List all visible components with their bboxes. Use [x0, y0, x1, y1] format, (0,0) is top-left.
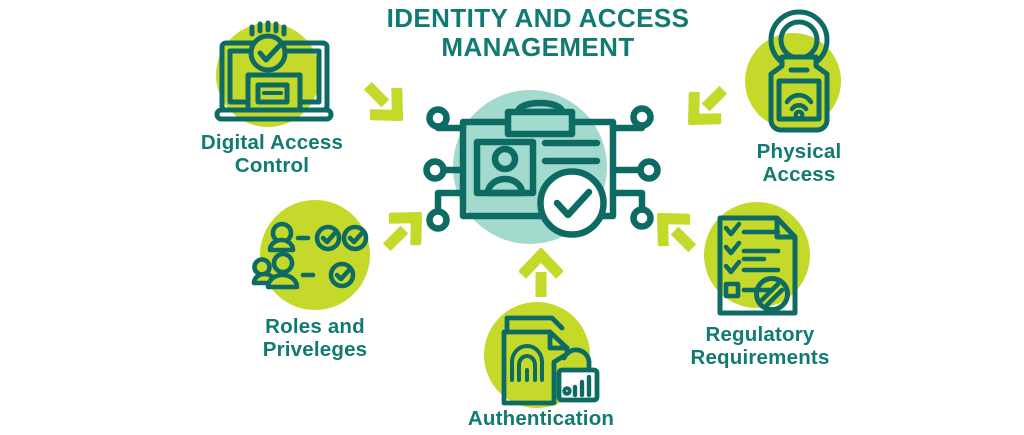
arrow-authentication-to-hub-icon — [519, 248, 563, 297]
laptop-verified-icon — [214, 20, 334, 122]
document-fold — [774, 215, 798, 240]
physical-access-label: Physical Access — [709, 140, 889, 186]
regulatory-label: Regulatory Requirements — [655, 323, 865, 369]
compliance-checklist-icon — [717, 215, 798, 316]
check-circle — [248, 33, 288, 73]
physical-access-label-line2: Access — [762, 163, 836, 186]
authentication-label: Authentication — [441, 407, 641, 430]
checkmark-icon — [320, 230, 338, 245]
circuit-node — [630, 105, 654, 129]
badge-person-head — [491, 145, 519, 173]
regulatory-label-line2: Requirements — [690, 346, 830, 369]
circuit-node — [637, 158, 661, 182]
user-head — [271, 251, 295, 275]
checkmark-icon — [723, 240, 742, 256]
arrow-digital-to-hub-icon — [363, 81, 404, 122]
wifi-arc-small — [789, 103, 809, 112]
chart-bars — [572, 374, 592, 398]
arrow-roles-to-hub-icon — [382, 211, 423, 252]
fingerprint-ridge-outer — [510, 344, 544, 382]
roles-label-line2: Priveleges — [262, 338, 368, 361]
badge-text-lines — [541, 139, 601, 165]
page-title-line1: IDENTITY AND ACCESS — [386, 3, 690, 33]
arrow-physical-to-hub-icon — [687, 85, 728, 126]
circuit-node — [630, 206, 654, 230]
laptop-base — [214, 107, 334, 122]
page-title-line2: MANAGEMENT — [441, 32, 635, 62]
fingerprint-document-lock-icon — [501, 315, 600, 406]
page-title: IDENTITY AND ACCESS MANAGEMENT — [288, 4, 788, 62]
login-field — [255, 82, 290, 105]
roles-label-line1: Roles and — [265, 315, 365, 338]
roles-label: Roles and Priveleges — [220, 315, 410, 361]
lock-body — [556, 367, 600, 403]
digital-access-label-line2: Control — [234, 154, 310, 177]
user-roles-checks-icon — [251, 221, 369, 290]
digital-access-label-line1: Digital Access — [200, 131, 344, 154]
circuit-wire — [434, 189, 467, 219]
badge-clip — [504, 108, 576, 138]
list-checkbox — [723, 281, 741, 299]
id-badge-circuit-icon — [423, 99, 661, 238]
authentication-label-line1: Authentication — [467, 407, 615, 430]
back-page — [504, 315, 565, 335]
fingerprint-ridge-mid — [517, 354, 537, 382]
digital-access-label: Digital Access Control — [182, 131, 362, 177]
physical-access-label-line1: Physical — [756, 140, 842, 163]
chart-dot — [562, 386, 572, 396]
page-fold — [547, 329, 570, 351]
circuit-node — [426, 106, 450, 130]
verified-circle — [537, 168, 607, 238]
circuit-node — [426, 208, 450, 232]
circuit-node — [423, 158, 447, 182]
regulatory-label-line1: Regulatory — [705, 323, 815, 346]
sparkle-dashes — [249, 20, 287, 37]
open-shackle — [561, 347, 592, 375]
user-body — [267, 237, 296, 253]
prohibited-circle — [754, 276, 790, 312]
checkmark-icon — [553, 188, 593, 219]
checkmark-icon — [723, 259, 742, 275]
checkmark-icon — [347, 230, 365, 245]
wifi-arc-large — [784, 92, 814, 105]
lock-shackle-inner — [778, 19, 820, 61]
wifi-dot — [793, 109, 805, 121]
checkmark-icon — [334, 267, 352, 282]
user-body — [265, 272, 300, 290]
document-outline — [717, 215, 798, 316]
smart-lock-wifi-icon — [768, 9, 830, 133]
badge-person-body — [484, 175, 526, 197]
prohibited-slashes — [759, 281, 785, 308]
arrow-regulatory-to-hub-icon — [656, 212, 697, 253]
checkmark-icon — [257, 42, 283, 63]
checkmark-icon — [723, 221, 742, 237]
